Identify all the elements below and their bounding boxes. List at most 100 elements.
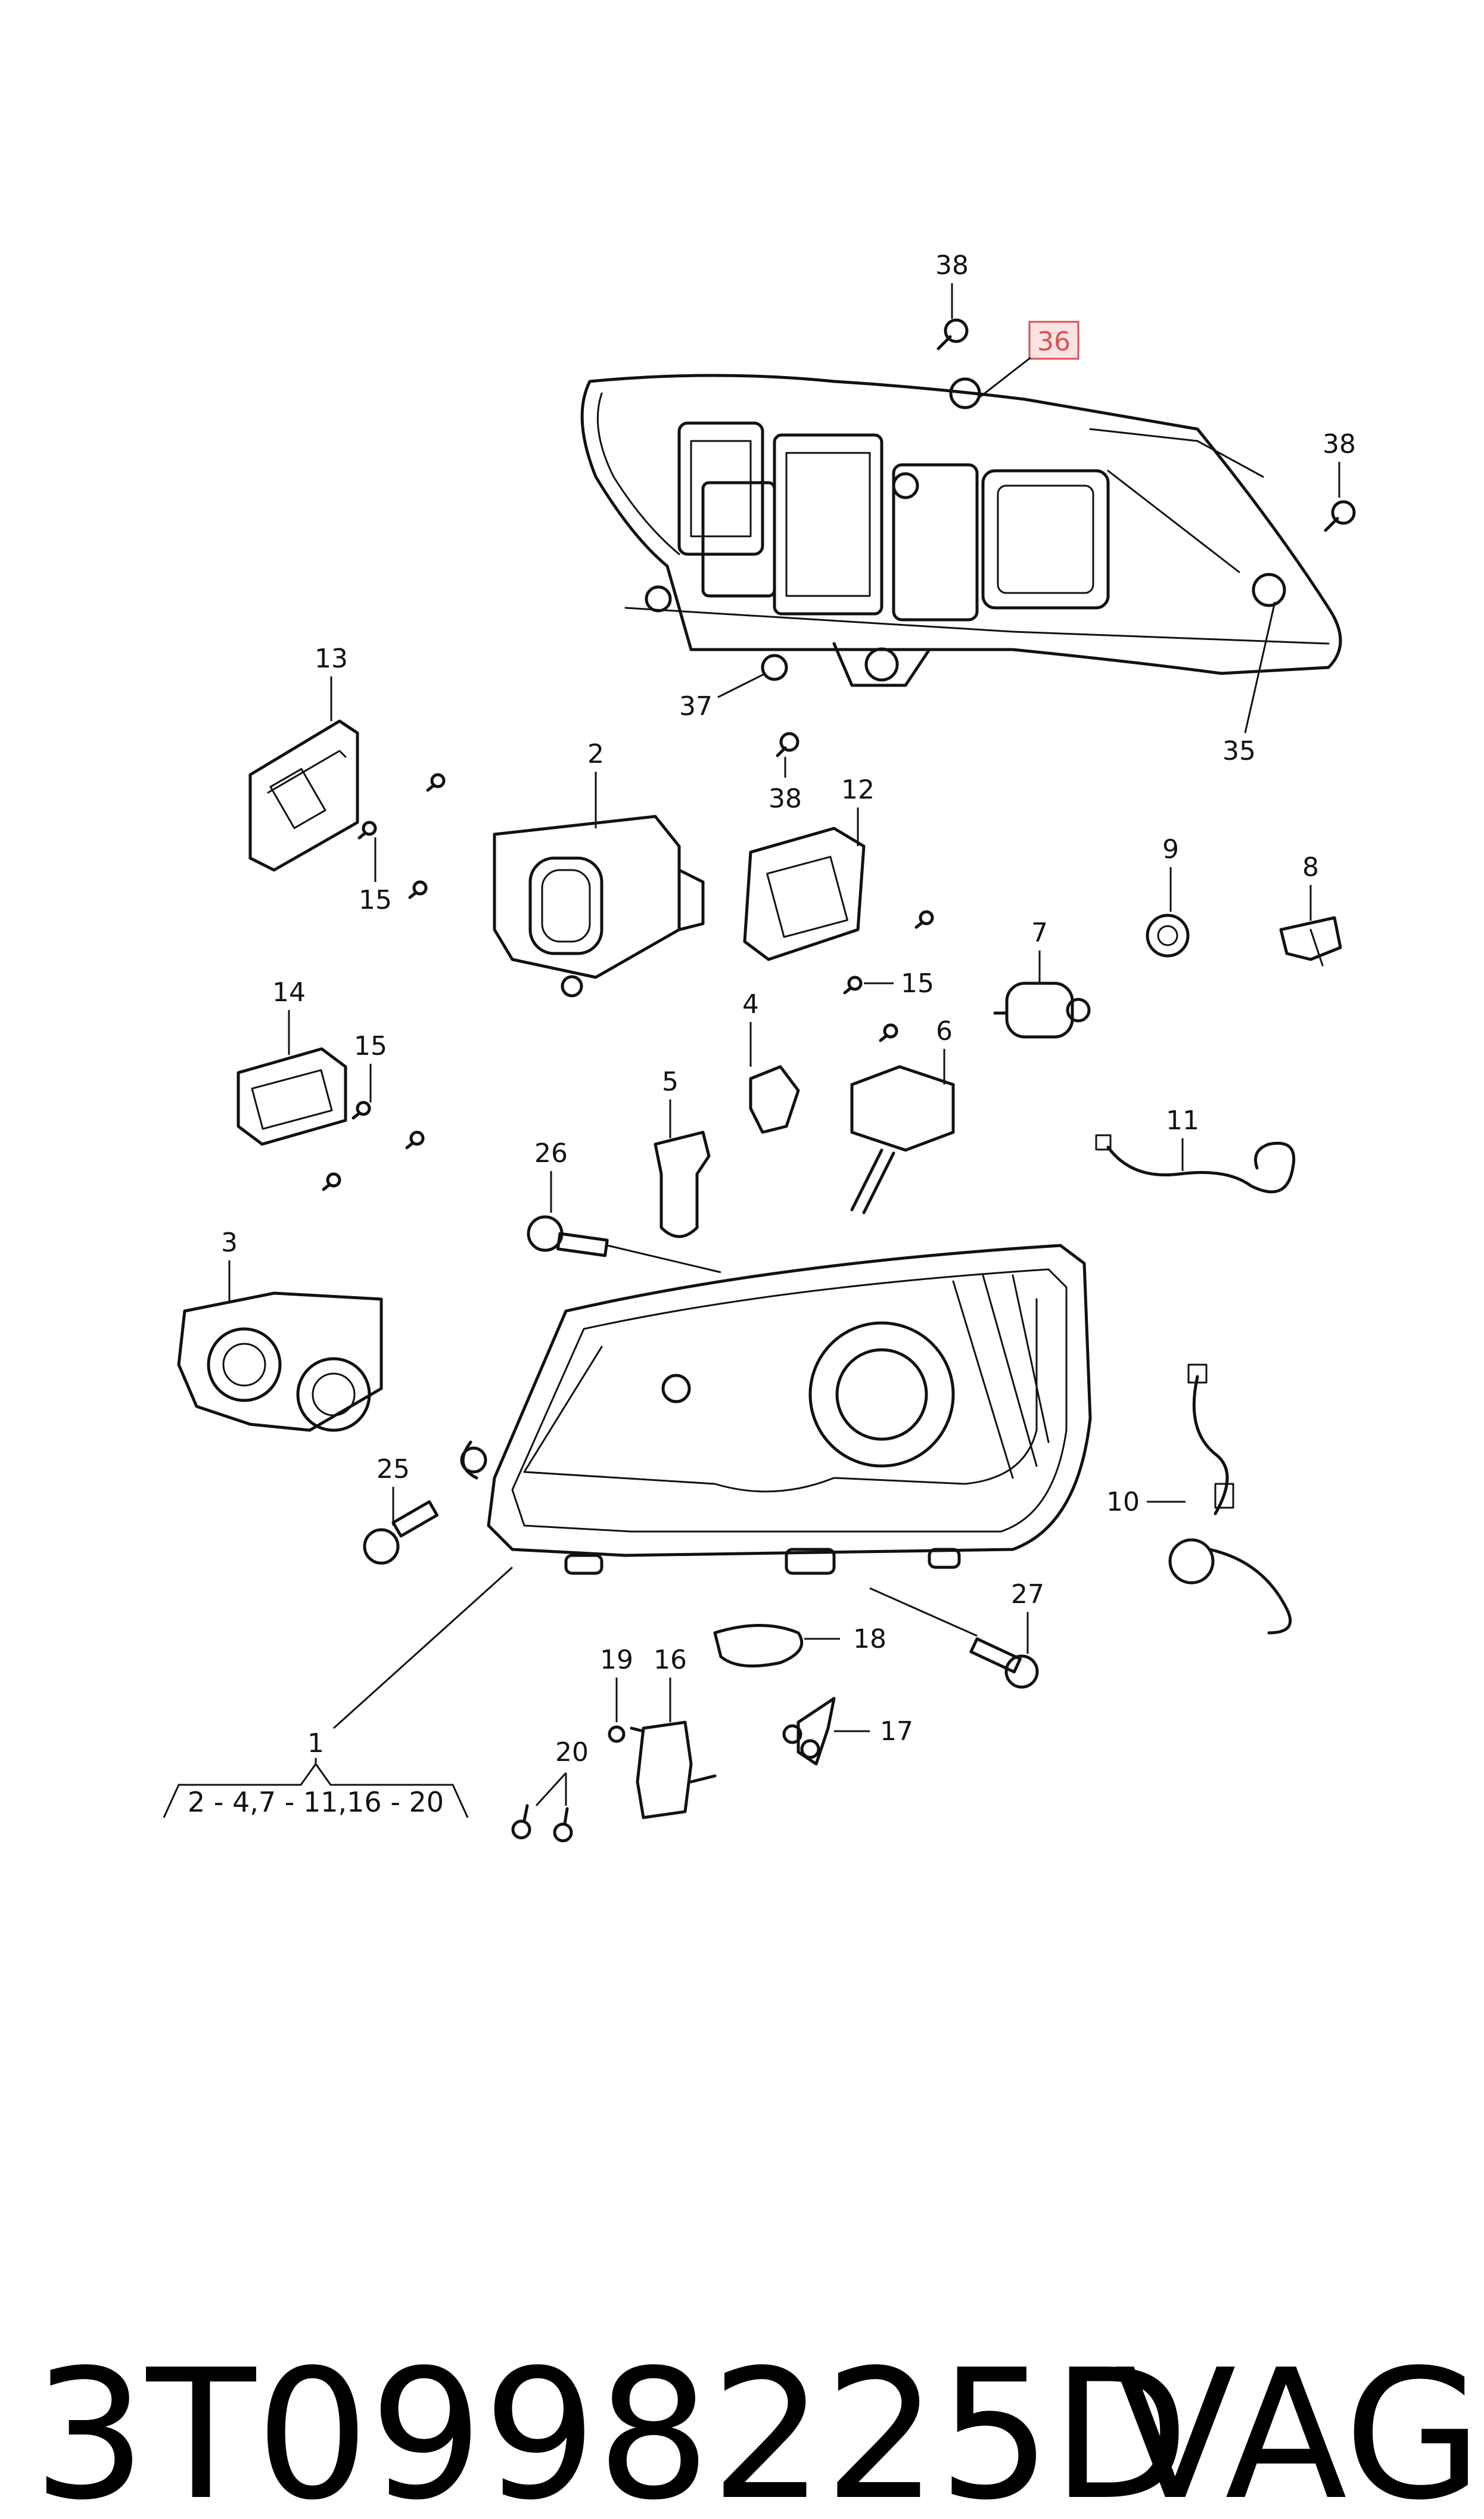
screw-icon (1324, 500, 1356, 532)
part-20-screws (511, 1804, 573, 1843)
part-6-xenon-bulb (850, 1065, 955, 1215)
part-8-holder (1279, 916, 1342, 967)
svg-text:8: 8 (1302, 852, 1319, 883)
screw-icon (843, 976, 863, 995)
svg-text:38: 38 (1323, 429, 1356, 459)
callout-38-right[interactable]: 38 (1323, 429, 1356, 532)
callout-2[interactable]: 2 (587, 739, 604, 828)
part-25-bolt (363, 1500, 439, 1565)
callout-25[interactable]: 25 (377, 1454, 410, 1526)
callout-4[interactable]: 4 (742, 989, 759, 1067)
part-12-control-module (743, 827, 866, 961)
screw-icon (776, 732, 799, 757)
callout-9[interactable]: 9 (1162, 834, 1179, 912)
screw-icon (405, 1130, 425, 1150)
callout-7[interactable]: 7 (1031, 918, 1048, 983)
callout-19[interactable]: 19 (600, 1645, 633, 1722)
part-19-o-ring (608, 1725, 626, 1743)
callout-3[interactable]: 3 (221, 1228, 238, 1302)
svg-text:17: 17 (880, 1716, 913, 1747)
svg-text:25: 25 (377, 1454, 410, 1484)
screw-icon (553, 1807, 573, 1843)
svg-text:19: 19 (600, 1645, 633, 1675)
svg-text:38: 38 (935, 250, 969, 281)
screw-icon (914, 910, 934, 929)
svg-text:18: 18 (853, 1624, 886, 1654)
part-2-bracket (493, 815, 705, 998)
svg-text:15: 15 (901, 968, 934, 999)
part-11-wiring (1095, 1134, 1296, 1194)
svg-text:27: 27 (1011, 1579, 1044, 1610)
svg-text:12: 12 (841, 775, 875, 805)
callout-36-highlighted[interactable]: 36 (976, 321, 1079, 400)
part-18-cover-cap (713, 1624, 804, 1668)
screw-icon (351, 1101, 371, 1120)
callout-1[interactable]: 1 2 - 4,7 - 11,16 - 20 (163, 1566, 514, 1818)
part-13-control-unit (248, 719, 359, 872)
svg-text:37: 37 (679, 691, 713, 722)
screw-icon (426, 773, 446, 792)
svg-text:13: 13 (315, 644, 348, 674)
callout-8[interactable]: 8 (1302, 852, 1319, 921)
part-3-lens-holder (177, 1291, 383, 1432)
callout-10[interactable]: 10 (1106, 1487, 1186, 1517)
svg-text:9: 9 (1162, 834, 1179, 865)
callout-26[interactable]: 26 (534, 1138, 721, 1274)
part-10-wiring-harness (1168, 1363, 1292, 1635)
svg-text:4: 4 (742, 989, 759, 1020)
part-14-control-unit (237, 1047, 347, 1146)
svg-text:20: 20 (555, 1737, 589, 1768)
part-17-bracket (782, 1697, 836, 1766)
svg-text:10: 10 (1106, 1487, 1140, 1517)
headlight-housing-rear-view (580, 374, 1342, 687)
screw-icon (937, 318, 969, 350)
svg-text:16: 16 (654, 1645, 687, 1675)
svg-text:7: 7 (1031, 918, 1048, 948)
callout-18[interactable]: 18 (804, 1624, 886, 1654)
screw-icon (357, 821, 377, 840)
callout-5[interactable]: 5 (662, 1067, 679, 1138)
callout-12[interactable]: 12 (841, 775, 875, 846)
callout-16[interactable]: 16 (654, 1645, 687, 1722)
svg-text:35: 35 (1222, 736, 1256, 766)
part-5-halogen-bulb (654, 1130, 711, 1238)
svg-text:38: 38 (769, 784, 802, 814)
callout-15-b[interactable]: 15 (864, 968, 934, 999)
svg-text:2 - 4,7 - 11,16 - 20: 2 - 4,7 - 11,16 - 20 (188, 1786, 444, 1818)
headlight-front-view (460, 1244, 1092, 1575)
svg-text:36: 36 (1037, 327, 1071, 357)
svg-text:26: 26 (534, 1138, 568, 1169)
callout-15-a[interactable]: 15 (359, 837, 392, 915)
part-9-socket (1146, 914, 1190, 958)
part-16-bulb-socket (630, 1720, 717, 1819)
callout-38-top[interactable]: 38 (935, 250, 969, 350)
highlight-box (1028, 321, 1079, 360)
svg-text:15: 15 (354, 1031, 387, 1061)
screw-icon (322, 1172, 341, 1191)
brand-label: VAG (1114, 2331, 1482, 2519)
screw-icon (511, 1804, 531, 1840)
part-27-bolt (969, 1637, 1039, 1689)
callout-35[interactable]: 35 (1222, 601, 1276, 766)
svg-text:1: 1 (307, 1728, 324, 1759)
callout-11[interactable]: 11 (1166, 1105, 1199, 1171)
callout-14[interactable]: 14 (272, 977, 306, 1055)
svg-text:2: 2 (587, 739, 604, 769)
callout-13[interactable]: 13 (315, 644, 348, 721)
part-number: 3T0998225D (33, 2331, 1189, 2519)
callout-37[interactable]: 37 (679, 672, 766, 722)
svg-text:14: 14 (272, 977, 306, 1008)
callout-20[interactable]: 20 (535, 1737, 589, 1807)
callout-38-middle[interactable]: 38 (769, 732, 802, 814)
screw-icon (879, 1023, 898, 1042)
callout-15-c[interactable]: 15 (354, 1031, 387, 1102)
svg-text:5: 5 (662, 1067, 679, 1097)
callout-6[interactable]: 6 (936, 1016, 953, 1085)
svg-text:3: 3 (221, 1228, 238, 1258)
part-4-bulb-holder (749, 1065, 800, 1134)
svg-text:6: 6 (936, 1016, 953, 1046)
callout-27[interactable]: 27 (869, 1579, 1044, 1654)
callout-17[interactable]: 17 (834, 1716, 913, 1747)
svg-text:11: 11 (1166, 1105, 1199, 1136)
